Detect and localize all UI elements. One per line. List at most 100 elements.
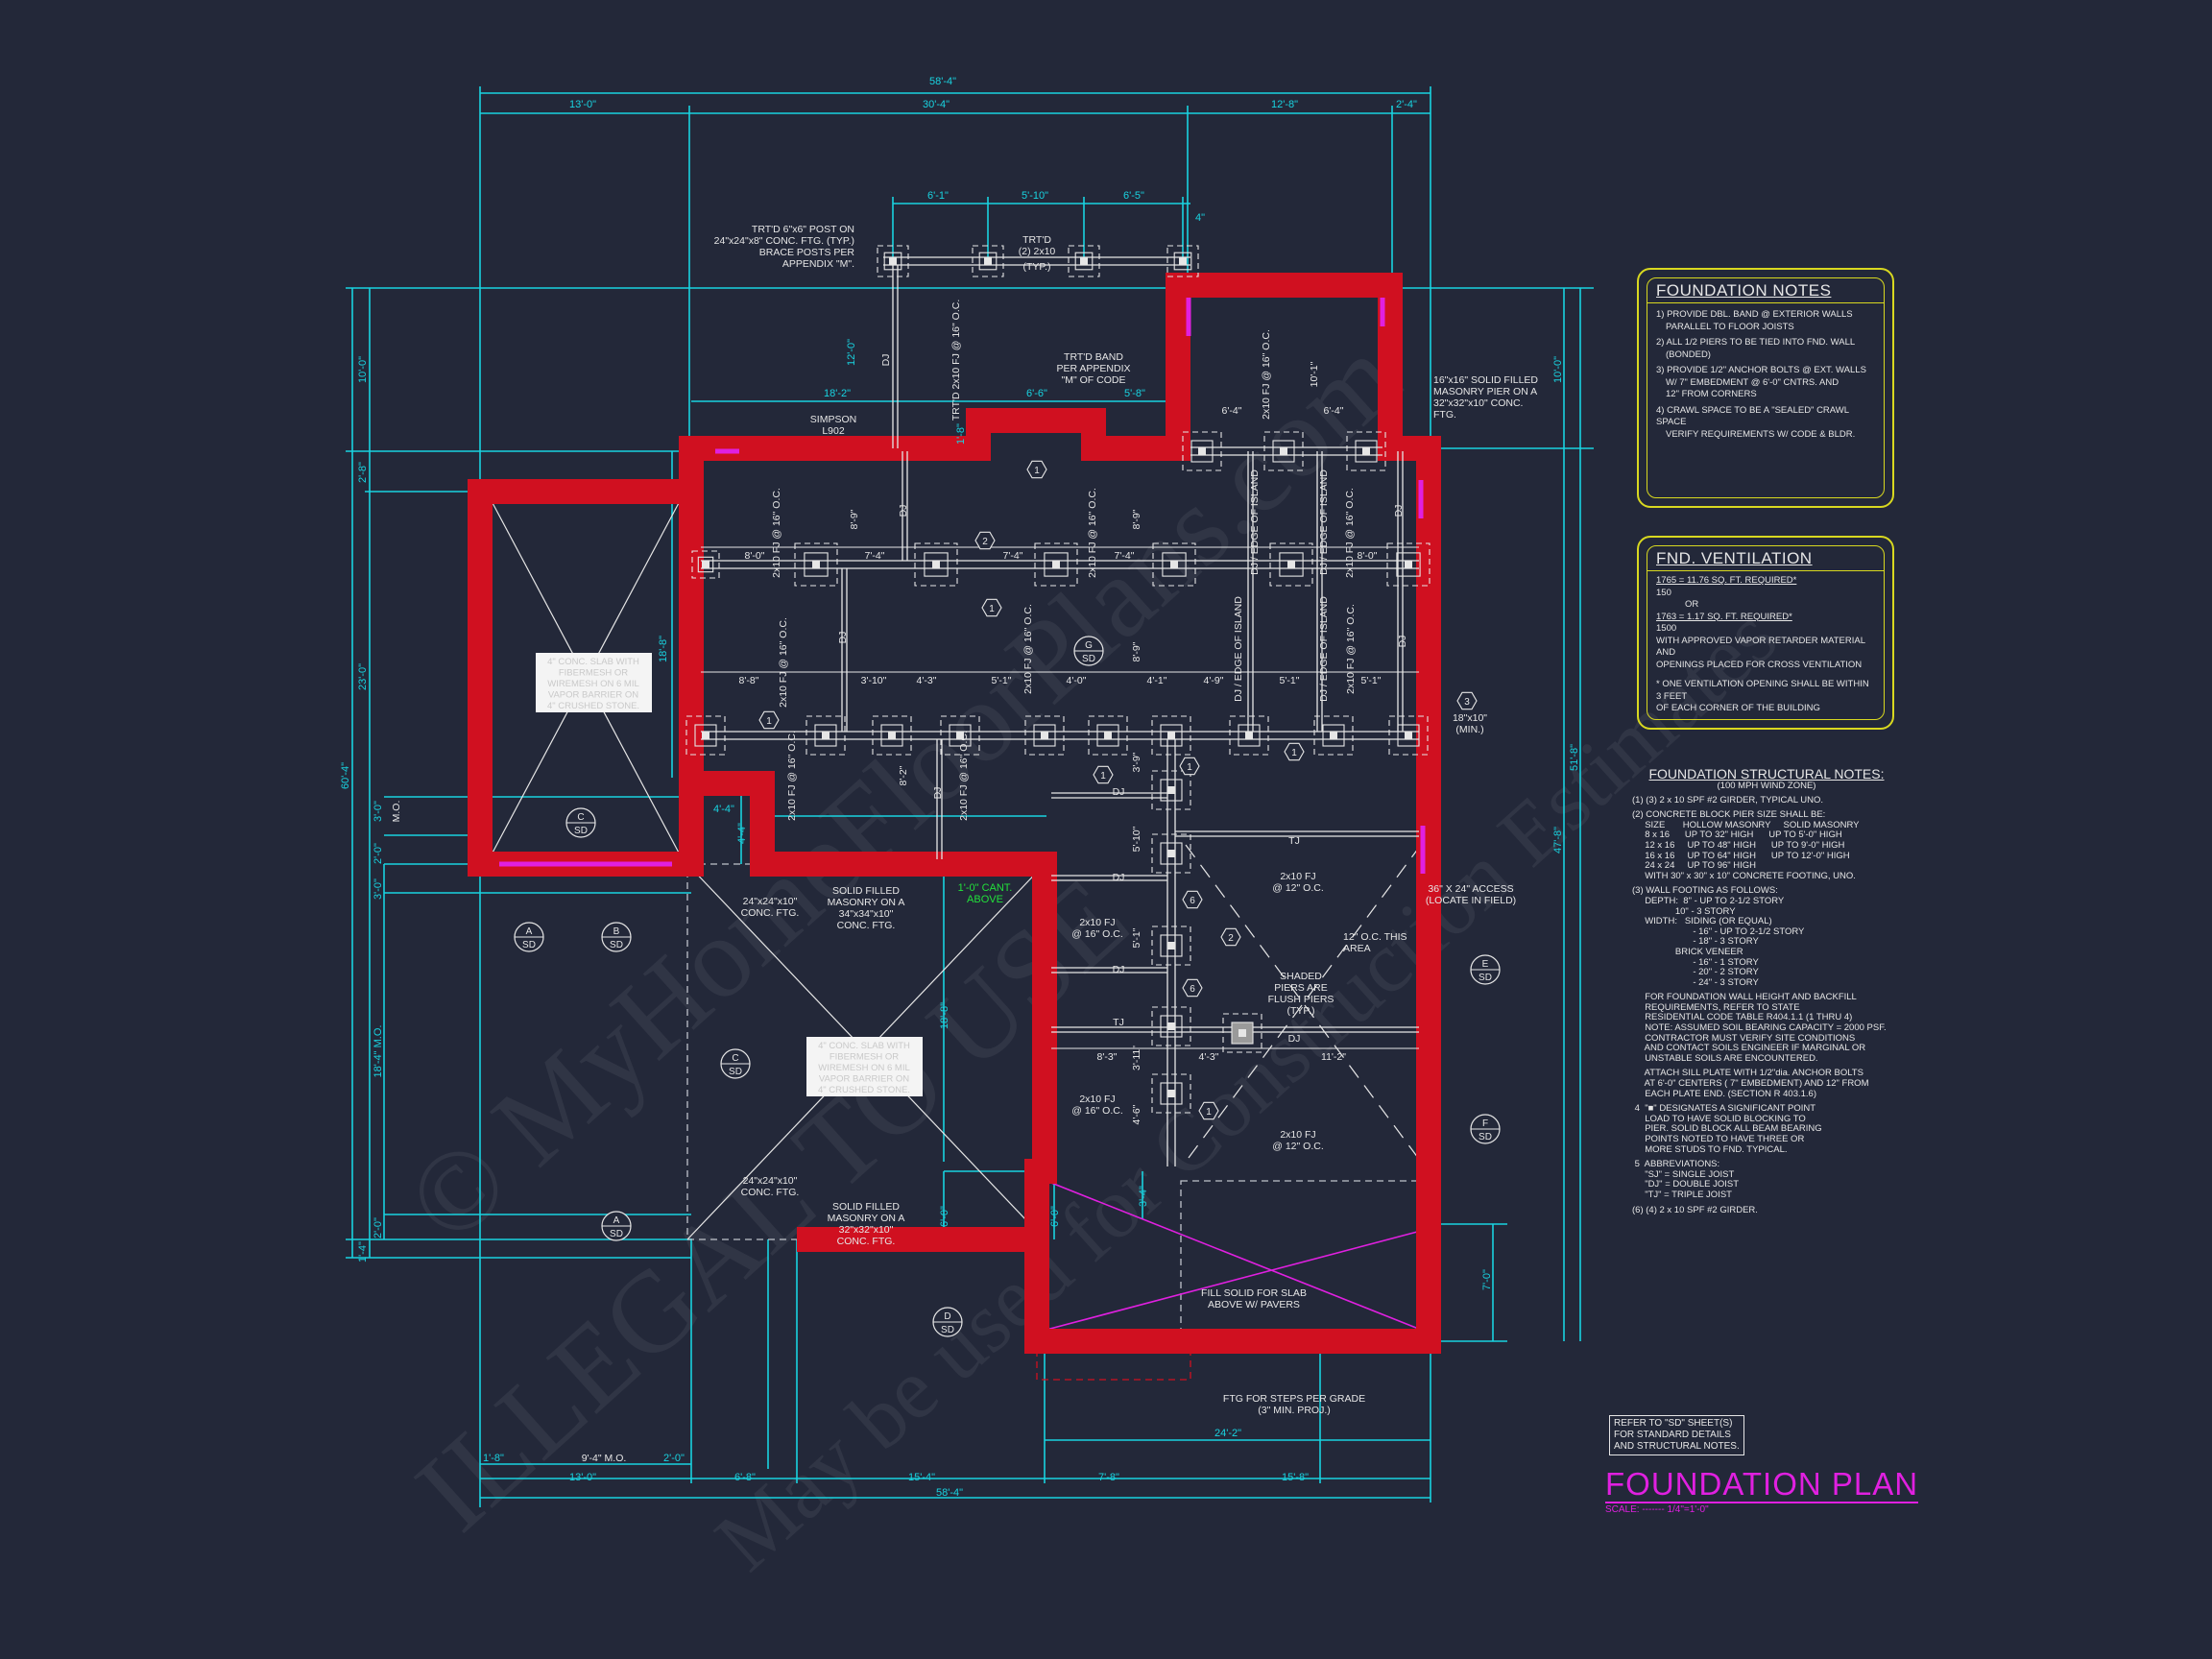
svg-text:8'-2": 8'-2"	[898, 765, 909, 785]
svg-text:DJ: DJ	[1288, 1033, 1301, 1045]
section-sheet: SD	[729, 1067, 742, 1077]
svg-text:58'-4": 58'-4"	[936, 1487, 963, 1499]
svg-text:2x10 FJ @ 16" O.C.: 2x10 FJ @ 16" O.C.	[1087, 488, 1098, 578]
note-line: AT 6'-0" CENTERS ( 7" EMBEDMENT) AND 12"…	[1632, 1078, 1869, 1090]
note-tag-hexagon: 1	[1198, 1101, 1219, 1120]
pier	[1229, 715, 1269, 756]
note-line: DEPTH: 8" - UP TO 2-1/2 STORY	[1632, 895, 1785, 906]
svg-text:24'-2": 24'-2"	[1214, 1428, 1241, 1439]
section-mark: GSD	[1073, 636, 1104, 666]
pier	[872, 715, 912, 756]
note-line: POINTS NOTED TO HAVE THREE OR	[1632, 1134, 1805, 1144]
section-letter: C	[732, 1053, 738, 1064]
svg-text:3'-4": 3'-4"	[1138, 1186, 1149, 1207]
note-line: (1) (3) 2 x 10 SPF #2 GIRDER, TYPICAL UN…	[1632, 794, 1824, 805]
svg-text:4'-4": 4'-4"	[736, 823, 748, 844]
note-line: * ONE VENTILATION OPENING SHALL BE WITHI…	[1656, 679, 1869, 702]
svg-text:7'-4": 7'-4"	[1003, 550, 1023, 562]
svg-text:6'-0": 6'-0"	[1049, 1206, 1061, 1227]
svg-text:9'-4" M.O.: 9'-4" M.O.	[582, 1453, 627, 1464]
note-tag-hexagon: 6	[1182, 978, 1203, 998]
note-line: "TJ" = TRIPLE JOIST	[1632, 1189, 1732, 1200]
section-sheet: SD	[1479, 973, 1492, 983]
svg-text:DJ: DJ	[1397, 636, 1408, 648]
svg-text:TRT'D(2) 2x10(TYP.): TRT'D(2) 2x10(TYP.)	[1019, 234, 1056, 273]
svg-text:8'-0": 8'-0"	[1358, 550, 1378, 562]
svg-text:2x10 FJ @ 16" O.C.: 2x10 FJ @ 16" O.C.	[771, 488, 782, 578]
note-line: (BONDED)	[1666, 349, 1711, 360]
svg-text:4'-9": 4'-9"	[1204, 675, 1224, 686]
refer-note: REFER TO "SD" SHEET(S) FOR STANDARD DETA…	[1609, 1415, 1744, 1455]
svg-text:24"x24"x10"CONC. FTG.: 24"x24"x10"CONC. FTG.	[741, 1175, 800, 1198]
pier	[1166, 245, 1199, 277]
svg-text:7'-4": 7'-4"	[865, 550, 885, 562]
note-line: VERIFY REQUIREMENTS W/ CODE & BLDR.	[1666, 428, 1856, 440]
pier	[914, 542, 958, 587]
pier	[1313, 715, 1354, 756]
svg-text:DJ: DJ	[1113, 964, 1125, 975]
note-tag-number: 6	[1190, 984, 1195, 995]
crawl-x-lines	[1185, 844, 1422, 1163]
svg-text:10'-0": 10'-0"	[1552, 356, 1564, 383]
svg-text:36" X 24" ACCESS(LOCATE IN FIE: 36" X 24" ACCESS(LOCATE IN FIELD)	[1426, 883, 1516, 906]
pier	[1386, 542, 1431, 587]
note-tag-hexagon: 2	[974, 531, 996, 550]
svg-text:13'-0": 13'-0"	[569, 99, 596, 110]
svg-text:1'-0" CANT.ABOVE: 1'-0" CANT.ABOVE	[958, 882, 1013, 905]
svg-text:7'-0": 7'-0"	[1481, 1269, 1493, 1290]
svg-text:18'-2": 18'-2"	[824, 388, 851, 399]
svg-text:12'-8": 12'-8"	[1271, 99, 1298, 110]
note-line: "SJ" = SINGLE JOIST	[1632, 1168, 1735, 1180]
svg-text:18"x10"(MIN.): 18"x10"(MIN.)	[1453, 712, 1487, 735]
note-line: LOAD TO HAVE SOLID BLOCKING TO	[1632, 1113, 1806, 1124]
svg-text:7'-8": 7'-8"	[1098, 1472, 1119, 1483]
svg-text:2x10 FJ @ 16" O.C.: 2x10 FJ @ 16" O.C.	[1345, 604, 1357, 694]
svg-text:5'-1": 5'-1"	[992, 675, 1012, 686]
note-line: OR	[1685, 599, 1699, 610]
section-mark: DSD	[932, 1307, 963, 1337]
section-letter: C	[577, 812, 584, 823]
note-line: 16 x 16 UP TO 64" HIGH UP TO 12'-0" HIGH	[1632, 850, 1850, 861]
note-line: PIER. SOLID BLOCK ALL BEAM BEARING	[1632, 1123, 1822, 1135]
note-tag-hexagon: 1	[1093, 765, 1114, 784]
note-line: 2) ALL 1/2 PIERS TO BE TIED INTO FND. WA…	[1656, 337, 1856, 348]
svg-text:51'-8": 51'-8"	[1569, 744, 1580, 771]
svg-text:5'-10": 5'-10"	[1131, 826, 1142, 852]
note-line: 24 x 24 UP TO 96" HIGH	[1632, 860, 1757, 872]
dimension-lines	[346, 86, 1594, 1507]
note-tag-number: 1	[989, 604, 995, 614]
svg-text:8'-9": 8'-9"	[1131, 509, 1142, 529]
pier	[1151, 833, 1191, 874]
svg-text:24"x24"x10"CONC. FTG.: 24"x24"x10"CONC. FTG.	[741, 896, 800, 919]
note-tag-hexagon: 1	[758, 710, 780, 730]
note-line: SIZE HOLLOW MASONRY SOLID MASONRY	[1632, 819, 1860, 830]
svg-text:DJ / EDGE OF ISLAND: DJ / EDGE OF ISLAND	[1249, 469, 1261, 575]
pier	[940, 715, 980, 756]
svg-text:TJ: TJ	[1113, 1017, 1124, 1028]
svg-text:DJ: DJ	[880, 354, 892, 367]
note-line: WIDTH: SIDING (OR EQUAL)	[1632, 916, 1772, 927]
svg-text:DJ: DJ	[1113, 872, 1125, 883]
svg-text:1'-8": 1'-8"	[955, 423, 967, 445]
svg-text:DJ: DJ	[1113, 786, 1125, 798]
section-mark: ASD	[514, 922, 544, 952]
note-line: FOR FOUNDATION WALL HEIGHT AND BACKFILL	[1632, 992, 1857, 1003]
ventilation-panel: FND. VENTILATION 1765 = 11.76 SQ. FT. RE…	[1637, 536, 1894, 730]
section-mark: ASD	[601, 1211, 632, 1241]
note-tag-number: 2	[982, 537, 988, 547]
svg-text:6'-0": 6'-0"	[939, 1206, 950, 1227]
svg-text:3'-11": 3'-11"	[1131, 1046, 1142, 1070]
note-tag-hexagon: 1	[1179, 757, 1200, 776]
svg-text:5'-1": 5'-1"	[1280, 675, 1300, 686]
svg-text:2x10 FJ@ 12" O.C.: 2x10 FJ@ 12" O.C.	[1272, 1129, 1323, 1152]
pier	[685, 715, 726, 756]
svg-text:23'-0": 23'-0"	[357, 663, 369, 690]
note-line: OPENINGS PLACED FOR CROSS VENTILATION	[1656, 659, 1863, 670]
svg-text:4": 4"	[1195, 212, 1205, 224]
piers	[685, 245, 1431, 1114]
